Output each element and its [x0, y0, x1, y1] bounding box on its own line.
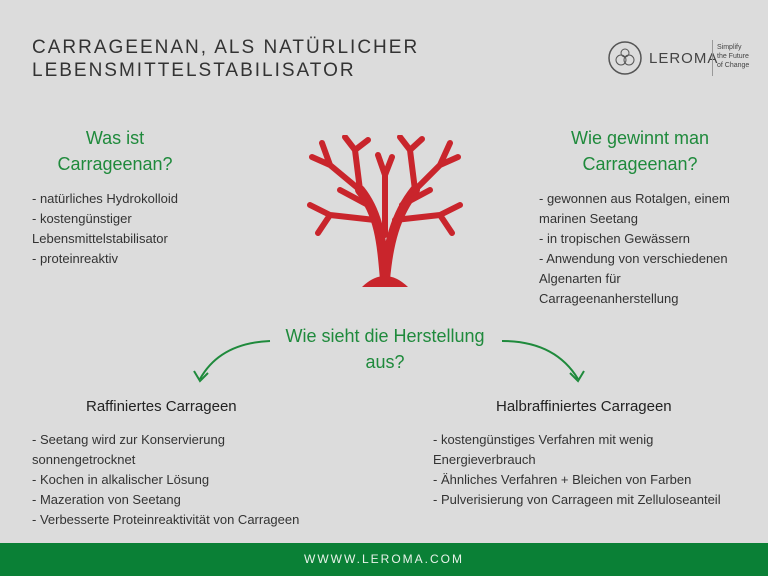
arrow-left-icon	[193, 340, 271, 383]
list-item: Carrageenanherstellung	[539, 291, 679, 306]
heading-line: Was ist	[85, 128, 145, 148]
leroma-logo: LEROMA Simplify the Future of Change	[607, 40, 757, 76]
list-item: Energieverbrauch	[433, 452, 536, 467]
list-item: Algenarten für	[539, 271, 621, 286]
title-line: LEBENSMITTELSTABILISATOR	[32, 60, 356, 81]
list-item: marinen Seetang	[539, 211, 639, 226]
center-heading: Wie sieht die Herstellung aus?	[270, 323, 500, 375]
list-item: Lebensmittelstabilisator	[32, 231, 168, 246]
logo-name: LEROMA	[649, 50, 719, 67]
left-list: - natürliches Hydrokolloid - kostengünsti…	[32, 189, 178, 269]
page-title: CARRAGEENAN, ALS NATÜRLICHER LEBENSMITTE…	[32, 36, 472, 82]
list-item: - Ähnliches Verfahren + Bleichen von Far…	[433, 472, 692, 487]
list-item: - gewonnen aus Rotalgen, einem	[539, 191, 730, 206]
list-item: - Anwendung von verschiedenen	[539, 251, 728, 266]
list-item: - Verbesserte Proteinreaktivität von Car…	[32, 512, 300, 527]
list-item: - Mazeration von Seetang	[32, 492, 181, 507]
logo-tagline: Simplify	[717, 44, 742, 51]
heading-line: Wie gewinnt man	[570, 128, 710, 148]
footer-url[interactable]: WWWW.LEROMA.COM	[0, 543, 768, 576]
list-item: - proteinreaktiv	[32, 251, 118, 266]
heading-line: Carrageenan?	[57, 154, 173, 174]
list-item: - kostengünstiger	[32, 211, 132, 226]
title-line: CARRAGEENAN, ALS NATÜRLICHER	[32, 37, 420, 58]
semi-refined-title: Halbraffiniertes Carrageen	[496, 398, 672, 415]
list-item: - Pulverisierung von Carrageen mit Zellu…	[433, 492, 721, 507]
list-item: - kostengünstiges Verfahren mit wenig	[433, 432, 654, 447]
list-item: sonnengetrocknet	[32, 452, 136, 467]
refined-list: - Seetang wird zur Konservierung sonnenge…	[32, 430, 299, 530]
refined-title: Raffiniertes Carrageen	[86, 398, 237, 415]
logo-tagline: of Change	[717, 62, 750, 69]
logo-tagline: the Future	[717, 53, 749, 60]
heading-line: aus?	[365, 352, 405, 372]
right-list: - gewonnen aus Rotalgen, einem marinen Se…	[539, 189, 730, 309]
list-item: - natürliches Hydrokolloid	[32, 191, 178, 206]
coral-illustration	[307, 135, 463, 287]
list-item: - in tropischen Gewässern	[539, 231, 691, 246]
list-item: - Seetang wird zur Konservierung	[32, 432, 225, 447]
heading-line: Carrageenan?	[582, 154, 698, 174]
logo-icon	[608, 41, 642, 75]
arrow-right-icon	[501, 340, 585, 383]
list-item: - Kochen in alkalischer Lösung	[32, 472, 210, 487]
heading-line: Wie sieht die Herstellung	[285, 326, 485, 346]
